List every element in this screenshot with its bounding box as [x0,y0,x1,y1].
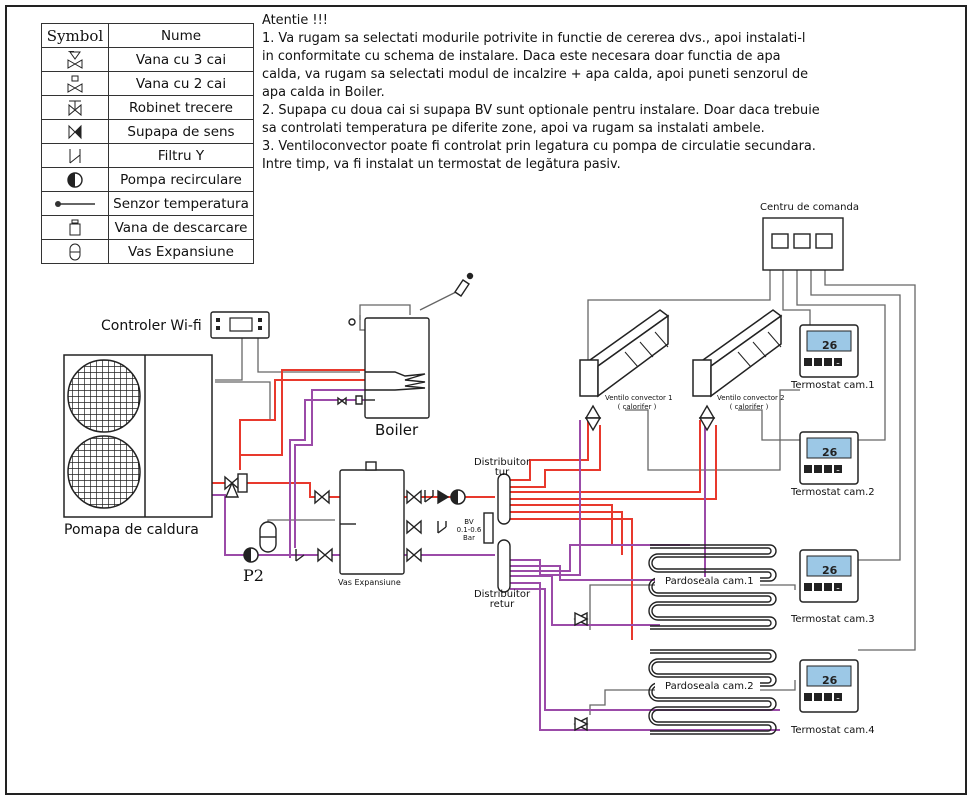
label-bv-1: BV [464,518,474,526]
thermostat-2-display: 26 [822,446,838,459]
bypass-valve [483,512,494,544]
check-valve-icon [41,119,109,144]
label-heat-pump: Pomapa de caldura [64,522,199,538]
temperature-sensor-icon [41,191,109,216]
legend-label-circulation-pump: Pompa recirculare [108,167,254,192]
label-boiler: Boiler [375,421,419,439]
notes-heading: Atentie !!! [262,13,328,28]
label-distributor-supply: Distribuitor tur [470,458,534,478]
legend-label-three-way-valve: Vana cu 3 cai [108,47,254,72]
label-expansion-tank: Vas Expansiune [338,578,401,587]
legend-label-two-way-valve: Vana cu 2 cai [108,71,254,96]
label-distributor-return-1: Distribuitor [473,589,531,600]
label-fan-coil-1-line1: Ventilo convector 1 [605,394,673,402]
label-bv-2: 0.1-0.6 [456,526,482,534]
heat-pump-unit [63,354,213,518]
thermostat-1-display: 26 [822,339,838,352]
shutoff-valve-icon [41,95,109,120]
fan-coil-airflow [624,331,782,368]
label-floor-room-2: Pardoseala cam.2 [665,681,754,692]
shutoff-valves [314,489,422,563]
label-thermostat-2: Termostat cam.2 [791,487,875,498]
expansion-vessel-icon [41,239,109,264]
legend-label-shutoff-valve: Robinet trecere [108,95,254,120]
floor-heating-room-1 [648,544,777,630]
heat-pump-3way-valve [224,473,248,498]
filters-checkvalves [295,489,450,562]
legend-label-drain-valve: Vana de descarcare [108,215,254,240]
thermostat-3-display: 26 [822,564,838,577]
installation-notes: Atentie !!! 1. Va rugam sa selectati mod… [262,12,922,174]
return-pipes [212,389,780,731]
label-distributor-return: Distribuitor retur [470,590,534,610]
notes-line: 1. Va rugam sa selectati modurile potriv… [262,31,806,46]
three-way-valve-icon [41,47,109,72]
circulation-pump-icon [41,167,109,192]
control-center [762,217,844,271]
legend-label-check-valve: Supapa de sens [108,119,254,144]
notes-line: Intre timp, va fi instalat un termostat … [262,157,621,172]
distributor-supply [497,473,511,525]
notes-line: calda, va rugam sa selectati modul de in… [262,67,809,82]
distributor-return [497,539,511,593]
fan-coil-1 [579,309,669,397]
expansion-vessel-small [259,521,277,553]
label-distributor-return-2: retur [489,599,515,610]
label-thermostat-3: Termostat cam.3 [791,614,875,625]
boiler-tank [337,317,430,419]
label-pump-p2: P2 [243,566,264,585]
label-fan-coil-2-line1: Ventilo convector 2 [717,394,785,402]
label-fan-coil-1: Ventilo convector 1 ( calorifer ) [605,394,673,412]
thermostat-4-display: 26 [822,674,838,687]
pump-p2 [243,547,259,563]
boiler-temperature-probe [454,272,474,297]
buffer-tank [339,461,405,575]
label-fan-coil-2: Ventilo convector 2 ( calorifer ) [717,394,785,412]
legend-header-symbol: Symbol [41,23,109,48]
legend-table: Symbol Nume Vana cu 3 cai Vana cu 2 cai … [41,23,254,264]
supply-pipes [212,369,717,640]
label-control-center: Centru de comanda [760,202,859,213]
legend-label-y-filter: Filtru Y [108,143,254,168]
fan-coil-valves [584,404,716,432]
legend-label-temperature-sensor: Senzor temperatura [108,191,254,216]
notes-line: apa calda in Boiler. [262,85,385,100]
label-bypass-valve: BV 0.1-0.6 Bar [454,518,484,542]
label-fan-coil-1-line2: ( calorifer ) [617,403,657,411]
legend-header-name: Nume [108,23,254,48]
floor-heating-room-2 [648,649,777,735]
label-fan-coil-2-line2: ( calorifer ) [729,403,769,411]
notes-line: in conformitate cu schema de instalare. … [262,49,781,64]
two-way-valve-icon [41,71,109,96]
label-wifi-controller: Controler Wi-fi [101,318,202,334]
floor-zone-valves [573,611,589,732]
label-bv-3: Bar [463,534,475,542]
y-filter-icon [41,143,109,168]
label-distributor-supply-2: tur [494,467,510,478]
drain-valve-icon [41,215,109,240]
fan-coil-2 [692,309,782,397]
notes-line: 3. Ventiloconvector poate fi controlat p… [262,139,816,154]
wifi-controller-device [210,311,270,339]
label-distributor-supply-1: Distribuitor [473,457,531,468]
label-thermostat-4: Termostat cam.4 [791,725,875,736]
label-floor-room-1: Pardoseala cam.1 [665,576,754,587]
label-thermostat-1: Termostat cam.1 [791,380,875,391]
notes-line: 2. Supapa cu doua cai si supapa BV sunt … [262,103,820,118]
circulation-pump-main [450,489,466,505]
legend-label-expansion-vessel: Vas Expansiune [108,239,254,264]
notes-line: sa controlati temperatura pe diferite zo… [262,121,765,136]
